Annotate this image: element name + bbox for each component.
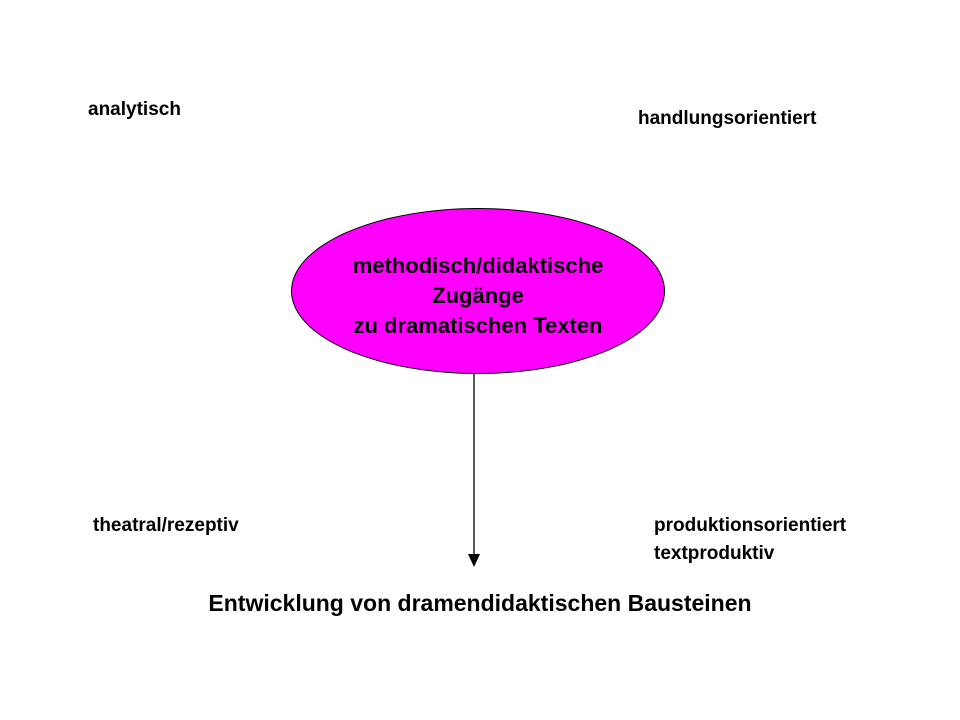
label-analytisch: analytisch — [88, 99, 181, 120]
center-line-1: methodisch/didaktische — [352, 253, 604, 278]
label-textproduktiv: textproduktiv — [654, 543, 775, 564]
center-ellipse: methodisch/didaktische Zugänge zu dramat… — [291, 208, 665, 374]
label-produktionsorientiert: produktionsorientiert — [654, 515, 847, 536]
arrow-head — [468, 554, 480, 567]
footer-title: Entwicklung von dramendidaktischen Baust… — [208, 590, 752, 616]
center-line-3: zu dramatischen Texten — [353, 313, 603, 338]
center-line-2: Zugänge — [432, 283, 524, 308]
label-theatral-rezeptiv: theatral/rezeptiv — [93, 515, 239, 536]
label-handlungsorientiert: handlungsorientiert — [638, 108, 817, 129]
